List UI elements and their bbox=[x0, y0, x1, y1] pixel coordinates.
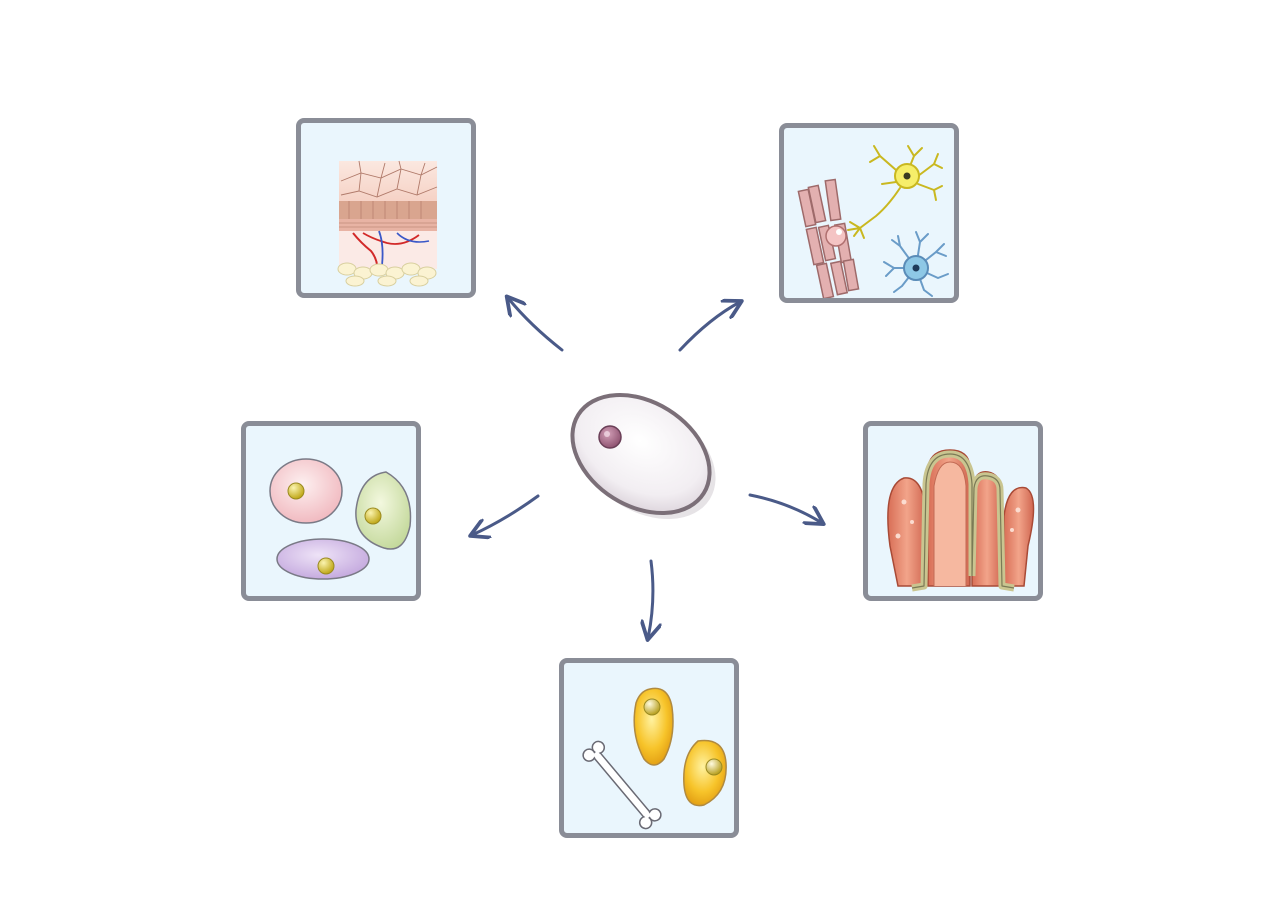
villi-icon bbox=[887, 449, 1035, 592]
fat-cells-panel bbox=[241, 421, 421, 601]
neuron-icon bbox=[797, 145, 949, 298]
skin-layers-icon bbox=[337, 160, 438, 287]
skin-tissue-panel bbox=[296, 118, 476, 298]
intestinal-villi-panel bbox=[863, 421, 1043, 601]
stem-cell-icon bbox=[570, 392, 716, 520]
arrow-to-intestine bbox=[748, 493, 822, 523]
arrow-to-skin bbox=[508, 298, 564, 352]
arrow-to-bone bbox=[648, 559, 653, 638]
arrow-to-fat bbox=[472, 494, 540, 535]
arrow-to-nerve bbox=[678, 302, 740, 352]
bone-cells-panel bbox=[559, 658, 739, 838]
fat-cells-icon bbox=[269, 458, 412, 580]
bone-icon bbox=[582, 687, 727, 830]
nerve-muscle-panel bbox=[779, 123, 959, 303]
